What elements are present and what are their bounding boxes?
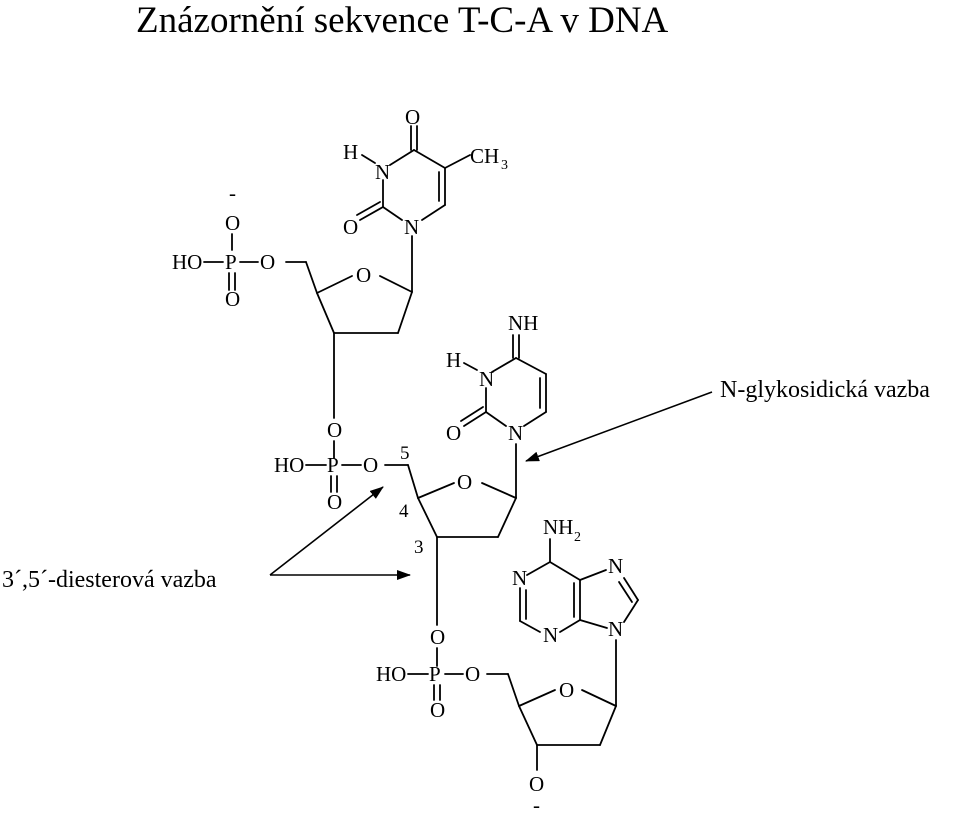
adenine-n3: N [543, 623, 558, 647]
phosphate-3-o-double: O [430, 698, 445, 722]
bond [515, 357, 547, 375]
thymine-base: O H N CH 3 O N [343, 105, 508, 239]
thymine-o4: O [405, 105, 420, 129]
adenine-n7: N [608, 554, 623, 578]
cytosine-h: H [446, 348, 461, 372]
position-3: 3 [414, 537, 424, 558]
phosphate-2: O HO P O O [274, 418, 409, 514]
adenine-n1: N [512, 566, 527, 590]
methyl-bond [444, 154, 471, 169]
c4-c5-bond [407, 464, 419, 499]
phosphate-1-p: P [225, 250, 237, 274]
phosphate-1: - O HO P O O [172, 181, 275, 311]
phosphate-1-minus: - [229, 181, 236, 205]
cytosine-base: NH H N O N [446, 311, 547, 445]
diester-annotation: 3´,5´-diesterová vazba [2, 486, 411, 593]
phosphate-1-o-minus: O [225, 211, 240, 235]
bond [579, 569, 607, 581]
glycosidic-label: N-glykosidická vazba [720, 377, 930, 403]
sugar-1: O [285, 235, 413, 419]
phosphate-3-o-ester: O [465, 662, 480, 686]
phosphate-2-o-double: O [327, 490, 342, 514]
phosphate-2-ho: HO [274, 453, 304, 477]
thymine-ch3-sub: 3 [501, 158, 508, 173]
thymine-ch3: CH [470, 144, 499, 168]
bond [389, 149, 415, 166]
bond [305, 261, 318, 294]
bond [518, 689, 556, 707]
diester-label: 3´,5´-diesterová vazba [2, 567, 217, 593]
glycosidic-annotation: N-glykosidická vazba [525, 377, 930, 462]
c2-o-double-2 [356, 201, 381, 216]
phosphate-2-o-bridge: O [327, 418, 342, 442]
phosphate-2-o-ester: O [363, 453, 378, 477]
bond [413, 149, 446, 169]
sugar-3-o-terminal: O [529, 772, 544, 796]
adenine-nh2: NH [543, 515, 573, 539]
bond [579, 619, 608, 629]
bond [497, 497, 517, 538]
bond [559, 619, 581, 633]
sugar-2: O 5 4 3 [399, 443, 517, 626]
bond [379, 275, 413, 293]
phosphate-1-o-double: O [225, 287, 240, 311]
adenine-nh2-sub: 2 [574, 530, 581, 545]
c2-o-double-2 [460, 406, 484, 422]
phosphate-1-ho: HO [172, 250, 202, 274]
phosphate-3-o-bridge: O [430, 625, 445, 649]
thymine-n3: N [375, 160, 390, 184]
position-5: 5 [400, 443, 410, 464]
phosphate-2-p: P [327, 453, 339, 477]
terminal-minus: - [533, 793, 540, 815]
bond [523, 411, 547, 427]
thymine-o2: O [343, 215, 358, 239]
bond [549, 561, 581, 581]
glycosidic-arrow [525, 391, 713, 462]
cytosine-n3: N [479, 367, 494, 391]
adenine-base: NH 2 N N N N [512, 515, 639, 647]
bond [526, 561, 551, 576]
phosphate-3-ho: HO [376, 662, 406, 686]
sugar-3-ring-o: O [559, 678, 574, 702]
adenine-n9: N [608, 617, 623, 641]
bond [417, 482, 455, 499]
bond [491, 357, 517, 373]
bond [316, 292, 335, 334]
bond [382, 206, 403, 221]
phosphate-3: O HO P O O [376, 625, 509, 722]
phosphate-1-o-ester: O [260, 250, 275, 274]
bond [623, 599, 639, 623]
thymine-h: H [343, 140, 358, 164]
phosphate-3-p: P [429, 662, 441, 686]
cytosine-nh: NH [508, 311, 538, 335]
bond [421, 204, 446, 221]
bond [397, 291, 413, 334]
sugar-1-ring-o: O [356, 263, 371, 287]
bond [485, 411, 507, 427]
sugar-3: O O - [507, 639, 617, 815]
c2-o-double [359, 206, 384, 221]
thymine-n1: N [404, 215, 419, 239]
bond [417, 497, 438, 538]
cytosine-n1: N [508, 421, 523, 445]
n-h-bond [361, 154, 376, 164]
bond [519, 620, 541, 633]
bond [599, 705, 617, 746]
bond [481, 482, 517, 499]
bond [618, 581, 633, 603]
bond [507, 673, 520, 707]
page-title: Znázornění sekvence T-C-A v DNA [136, 0, 669, 41]
position-4: 4 [399, 501, 409, 522]
cytosine-o2: O [446, 421, 461, 445]
bond [518, 705, 538, 746]
bond [581, 689, 617, 707]
sugar-2-ring-o: O [457, 470, 472, 494]
c2-o-double [463, 411, 487, 427]
diester-arrow-up [269, 486, 384, 576]
bond [623, 577, 639, 601]
n-h-bond [463, 362, 478, 371]
bond [316, 275, 353, 294]
